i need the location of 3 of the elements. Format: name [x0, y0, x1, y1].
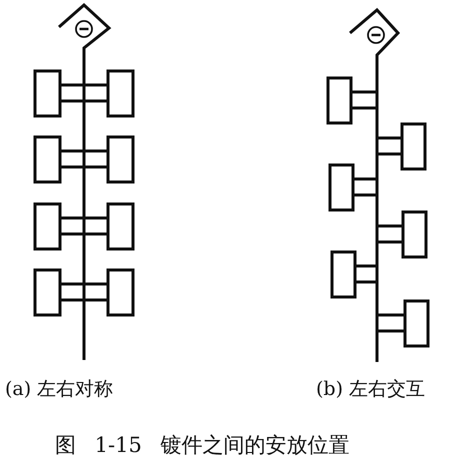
figure-caption: 图 1-15 镀件之间的安放位置 — [55, 433, 350, 457]
subfigure-label: (a) 左右对称 — [5, 378, 114, 400]
subfigure-label: (b) 左右交互 — [316, 378, 426, 400]
